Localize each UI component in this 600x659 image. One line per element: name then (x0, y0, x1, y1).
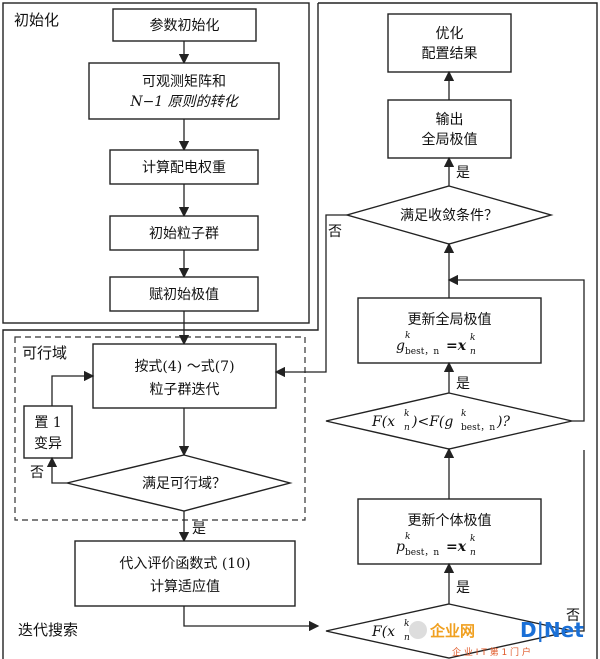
converge-decision-text: 满足收敛条件？ (400, 207, 498, 224)
global-compare-b-sub: best，n (461, 423, 495, 433)
g-best-eq: =x (446, 338, 467, 354)
p-best-sup: k (405, 532, 410, 542)
personal-compare-no-label: 否 (566, 608, 580, 624)
feasible-section-frame (14, 336, 306, 521)
converge-yes-label: 是 (456, 165, 470, 181)
update-global-formula: g k best，n =x k n (396, 331, 476, 357)
feasible-no-label: 否 (30, 465, 44, 481)
feasible-yes-label: 是 (192, 521, 206, 537)
assign-extreme-box (109, 276, 259, 312)
feasible-section-label: 可行域 (22, 344, 67, 362)
param-init-text: 参数初始化 (150, 17, 220, 34)
g-best-sup: k (405, 331, 410, 341)
iterate-section-label: 迭代搜索 (18, 621, 78, 639)
init-section-frame (2, 2, 310, 324)
arrow-personal-compare-no-loop (572, 450, 585, 632)
output-text-line1: 输出 (436, 112, 464, 128)
watermark: 企业网 D|Net 企 业 I T 第 1 门 户 (409, 618, 584, 658)
personal-compare-text: F(x (371, 624, 395, 640)
result-box (387, 13, 512, 73)
arrow-global-compare-no-loop (447, 274, 585, 422)
fitness-box (74, 540, 296, 607)
mutate-box (23, 405, 73, 459)
p-best-symbol: p (396, 539, 405, 555)
arrow-fitness-to-personal-compare (183, 606, 320, 632)
init-section-label: 初始化 (14, 11, 59, 29)
global-compare-a-sub: n (404, 423, 410, 433)
p-best-sub: best，n (405, 548, 439, 558)
personal-compare-decision (325, 603, 573, 659)
global-compare-formula: F(x k n )<F(g k best，n )? (371, 409, 510, 433)
init-swarm-text: 初始粒子群 (149, 225, 219, 242)
transform-box (88, 62, 280, 120)
mutate-text-line1: 置 1 (34, 415, 61, 431)
result-text-line2: 配置结果 (422, 46, 478, 62)
watermark-badge-icon (409, 621, 427, 639)
iterate-box (92, 343, 277, 409)
p-best-x-sub: n (470, 548, 476, 558)
update-personal-formula: p k best，n =x k n (396, 532, 476, 558)
global-compare-b-sup: k (461, 409, 466, 419)
personal-compare-sub: n (404, 633, 410, 643)
iterate-text-line1: 按式(4) ～式(7) (134, 359, 234, 375)
result-text-line1: 优化 (436, 26, 464, 42)
g-best-symbol: g (396, 338, 405, 354)
arrow-mutate-to-iterate (51, 370, 95, 406)
mutate-text-line2: 变异 (34, 436, 62, 452)
watermark-brand: D|Net (520, 618, 584, 642)
transform-text-line2: N−1 原则的转化 (129, 94, 239, 110)
watermark-tagline: 企 业 I T 第 1 门 户 (452, 646, 531, 658)
fitness-text-line2: 计算适应值 (150, 578, 220, 595)
personal-compare-sup: k (404, 619, 409, 629)
fitness-text-line1: 代入评价函数式 (10) (119, 556, 250, 572)
update-global-text: 更新全局极值 (408, 311, 492, 328)
calc-weight-text: 计算配电权重 (142, 160, 226, 176)
arrow-feasible-no-to-mutate (46, 456, 67, 484)
g-best-sub: best，n (405, 347, 439, 357)
feasible-decision-text: 满足可行域？ (142, 476, 226, 492)
output-box (387, 99, 512, 159)
global-compare-a: F(x (371, 414, 395, 430)
global-compare-a-sup: k (404, 409, 409, 419)
p-best-x-sup: k (470, 534, 475, 544)
g-best-x-sup: k (470, 333, 475, 343)
right-section-frame (318, 2, 598, 659)
transform-text-line1: 可观测矩阵和 (142, 74, 226, 90)
global-compare-yes-label: 是 (456, 376, 470, 392)
calc-weight-box (109, 149, 259, 185)
global-compare-b: )<F(g (411, 414, 453, 430)
converge-no-label: 否 (328, 224, 342, 240)
update-personal-text: 更新个体极值 (408, 513, 492, 529)
personal-compare-yes-label: 是 (456, 580, 470, 596)
assign-extreme-text: 赋初始极值 (149, 286, 219, 303)
iterate-section-frame (2, 3, 319, 659)
param-init-box (112, 8, 257, 42)
output-text-line2: 全局极值 (422, 131, 478, 148)
update-personal-box (357, 498, 542, 565)
arrow-converge-no-to-iterate (274, 214, 347, 378)
iterate-text-line2: 粒子群迭代 (150, 382, 220, 398)
p-best-eq: =x (446, 539, 467, 555)
watermark-site: 企业网 (429, 622, 475, 640)
global-compare-c: )? (496, 414, 510, 430)
g-best-x-sub: n (470, 347, 476, 357)
